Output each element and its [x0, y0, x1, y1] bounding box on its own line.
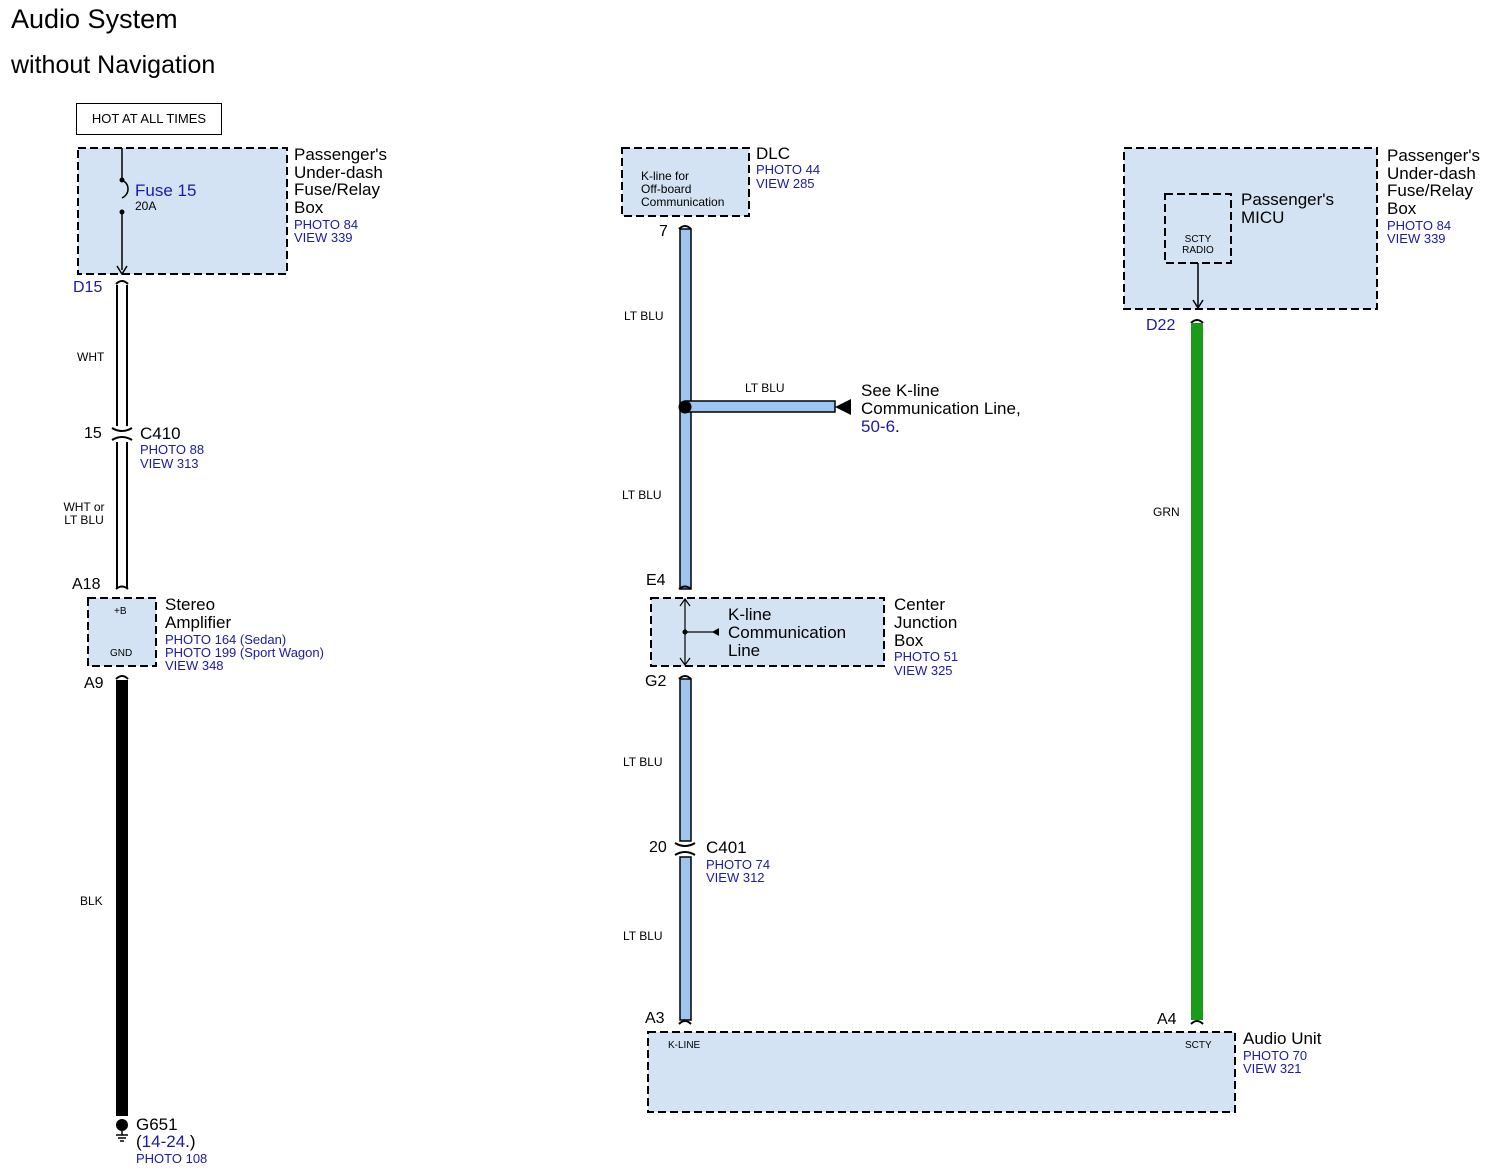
- amp-photo2-link[interactable]: PHOTO 199 (Sport Wagon): [165, 645, 324, 660]
- page-subtitle: without Navigation: [11, 51, 216, 79]
- micu-name-1: Passenger's: [1241, 190, 1335, 209]
- pin-d15: D15: [73, 279, 103, 296]
- c401-pin: 20: [649, 839, 667, 856]
- amp-name-1: Stereo: [165, 595, 216, 614]
- left-box-photo-link[interactable]: PHOTO 84: [294, 217, 359, 232]
- c410-name: C410: [140, 424, 181, 443]
- wire-label-lt-blu-1: LT BLU: [624, 309, 664, 323]
- audio-kline-label: K-LINE: [668, 1040, 701, 1051]
- page-title: Audio System: [11, 4, 178, 34]
- wire-label-lt-blu-2: LT BLU: [622, 488, 662, 502]
- right-fuse-box: [1123, 147, 1378, 310]
- dlc-pin-7: 7: [659, 223, 668, 240]
- fuse-15-label: Fuse 15: [135, 181, 197, 200]
- fuse-rating: 20A: [135, 199, 157, 213]
- cjb-inner-2: Communication: [728, 623, 847, 642]
- cjb-inner-3: Line: [728, 641, 761, 660]
- cjb-name-2: Junction: [894, 613, 958, 632]
- left-box-name-3: Fuse/Relay: [294, 180, 380, 199]
- pin-a3: A3: [645, 1010, 665, 1027]
- kline-ref-suffix: .: [895, 417, 900, 436]
- amp-name-2: Amplifier: [165, 613, 232, 632]
- dlc-inner-3: Communication: [641, 195, 725, 209]
- cjb-photo-link[interactable]: PHOTO 51: [894, 649, 959, 664]
- wht-or-lt-blu-wire: [115, 442, 129, 590]
- cjb-name-3: Box: [894, 631, 924, 650]
- right-box-name-1: Passenger's: [1387, 146, 1481, 165]
- left-box-view-link[interactable]: VIEW 339: [294, 230, 353, 245]
- amp-plus-b: +B: [114, 606, 127, 617]
- micu-name-2: MICU: [1241, 208, 1285, 227]
- c410-photo-link[interactable]: PHOTO 88: [140, 442, 205, 457]
- right-box-photo-link[interactable]: PHOTO 84: [1387, 218, 1452, 233]
- wire-label-lt-blu-3: LT BLU: [623, 755, 663, 769]
- wire-label-blk: BLK: [80, 894, 103, 908]
- amp-view-link[interactable]: VIEW 348: [165, 658, 224, 673]
- kline-branch-wire-label: LT BLU: [745, 381, 785, 395]
- amp-gnd: GND: [110, 648, 133, 659]
- audio-scty-label: SCTY: [1185, 1040, 1212, 1051]
- lt-blu-branch-wire: [678, 399, 851, 415]
- wire-label-lt-blu-4: LT BLU: [623, 929, 663, 943]
- g651-ref-link[interactable]: 14-24: [141, 1132, 186, 1151]
- micu-box: [1164, 193, 1232, 264]
- audio-unit-photo-link[interactable]: PHOTO 70: [1243, 1048, 1308, 1063]
- stereo-amplifier-box: [87, 597, 157, 667]
- lt-blu-wire-lower: [674, 675, 696, 1025]
- pin-d22: D22: [1146, 317, 1176, 334]
- right-box-name-4: Box: [1387, 199, 1417, 218]
- micu-inner-1: SCTY: [1184, 234, 1212, 245]
- dlc-inner-2: Off-board: [641, 182, 692, 196]
- wire-label-wht-or-1: WHT or: [63, 500, 105, 514]
- blk-wire: [115, 675, 129, 1142]
- g651-ref-close: .): [185, 1132, 196, 1151]
- kline-ref-line2: Communication Line,: [861, 399, 1021, 418]
- wire-label-wht: WHT: [77, 350, 105, 364]
- dlc-name: DLC: [756, 144, 791, 163]
- dlc-photo-link[interactable]: PHOTO 44: [756, 162, 821, 177]
- pin-e4: E4: [646, 572, 666, 589]
- wht-wire: [115, 280, 129, 426]
- dlc-view-link[interactable]: VIEW 285: [756, 176, 815, 191]
- pin-a4: A4: [1157, 1011, 1177, 1028]
- right-box-name-2: Under-dash: [1387, 164, 1476, 183]
- pin-a9: A9: [84, 675, 104, 692]
- kline-ref-line3: 50-6.: [861, 418, 900, 436]
- c410-pin: 15: [84, 425, 102, 442]
- c410-view-link[interactable]: VIEW 313: [140, 456, 199, 471]
- left-box-name-4: Box: [294, 198, 324, 217]
- cjb-view-link[interactable]: VIEW 325: [894, 663, 953, 678]
- audio-unit-view-link[interactable]: VIEW 321: [1243, 1061, 1302, 1076]
- right-box-view-link[interactable]: VIEW 339: [1387, 231, 1446, 246]
- g651-name: G651: [136, 1115, 178, 1134]
- c410-connector: [111, 427, 133, 441]
- kline-ref-line1: See K-line: [861, 381, 940, 400]
- audio-unit-box: [647, 1031, 1236, 1113]
- right-box-name-3: Fuse/Relay: [1387, 181, 1473, 200]
- grn-wire: [1190, 319, 1204, 1025]
- wire-label-wht-or-2: LT BLU: [64, 513, 104, 527]
- hot-at-all-times-label: HOT AT ALL TIMES: [76, 103, 222, 135]
- left-box-name-1: Passenger's: [294, 145, 388, 164]
- kline-ref-link[interactable]: 50-6: [861, 417, 896, 436]
- g651-ref-open: (: [136, 1132, 142, 1151]
- dlc-box: [621, 147, 750, 217]
- left-box-name-2: Under-dash: [294, 163, 383, 182]
- left-fuse-box: [77, 147, 288, 275]
- g651-photo-link[interactable]: PHOTO 108: [136, 1151, 208, 1166]
- c401-photo-link[interactable]: PHOTO 74: [706, 857, 771, 872]
- pin-g2: G2: [645, 673, 667, 690]
- audio-unit-name: Audio Unit: [1243, 1029, 1322, 1048]
- pin-a18: A18: [72, 576, 101, 593]
- c401-name: C401: [706, 838, 747, 857]
- dlc-inner-1: K-line for: [641, 169, 690, 183]
- micu-inner-2: RADIO: [1182, 245, 1214, 256]
- cjb-name-1: Center: [894, 595, 946, 614]
- amp-photo1-link[interactable]: PHOTO 164 (Sedan): [165, 632, 287, 647]
- wire-label-grn: GRN: [1153, 505, 1180, 519]
- c401-view-link[interactable]: VIEW 312: [706, 870, 765, 885]
- cjb-inner-1: K-line: [728, 605, 772, 624]
- g651-ref-line: (14-24.): [136, 1133, 196, 1151]
